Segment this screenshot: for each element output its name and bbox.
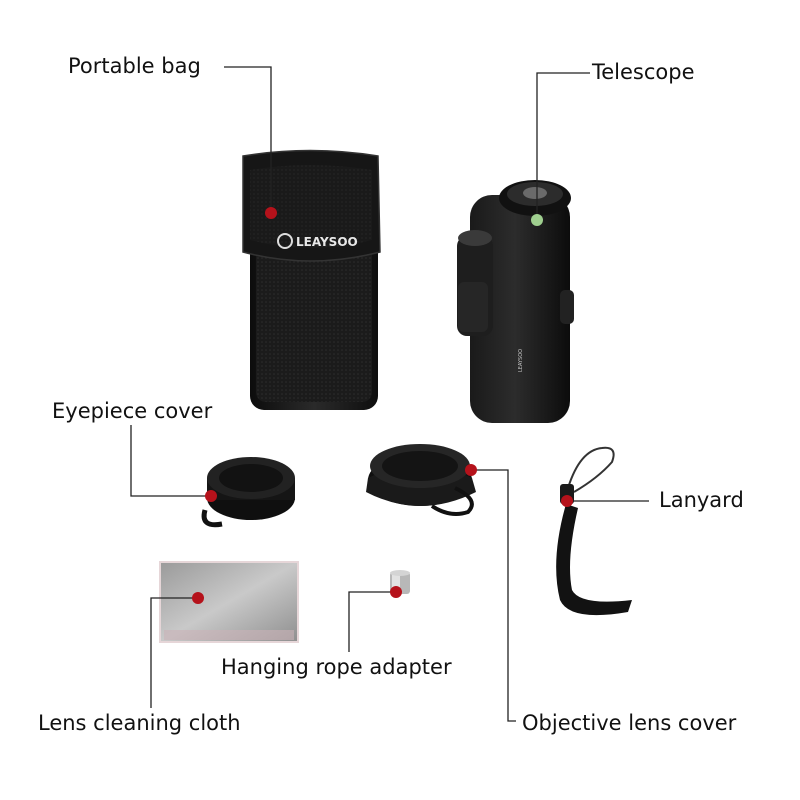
marker-lanyard <box>561 495 573 507</box>
marker-portable-bag <box>265 207 277 219</box>
leader-line-lens-cleaning-cloth <box>150 597 198 708</box>
marker-hanging-rope-adapter <box>390 586 402 598</box>
label-eyepiece-cover: Eyepiece cover <box>52 399 213 423</box>
leader-line-eyepiece-cover <box>130 425 211 497</box>
eyepiece-cover <box>201 457 295 528</box>
label-lanyard: Lanyard <box>659 488 744 512</box>
label-telescope: Telescope <box>592 60 695 84</box>
marker-telescope <box>531 214 543 226</box>
label-portable-bag: Portable bag <box>68 54 201 78</box>
leader-lines <box>130 66 649 722</box>
label-objective-lens-cover: Objective lens cover <box>522 711 737 735</box>
leader-line-portable-bag <box>224 66 272 212</box>
label-hanging-rope-adapter: Hanging rope adapter <box>221 655 452 679</box>
lens-cleaning-cloth <box>159 561 299 643</box>
telescope: LEAYSOO <box>457 180 574 423</box>
lanyard <box>556 446 632 616</box>
leader-line-objective-lens-cover <box>471 469 516 722</box>
bag-logo-icon <box>277 233 293 249</box>
leader-line-telescope <box>536 72 590 220</box>
marker-eyepiece-cover <box>205 490 217 502</box>
label-lens-cleaning-cloth: Lens cleaning cloth <box>38 711 241 735</box>
leader-line-hanging-rope-adapter <box>348 591 395 652</box>
marker-lens-cleaning-cloth <box>192 592 204 604</box>
objective-lens-cover <box>366 444 476 516</box>
portable-bag: LEAYSOO <box>242 149 381 410</box>
marker-objective-lens-cover <box>465 464 477 476</box>
telescope-logo-text: LEAYSOO <box>518 349 524 372</box>
markers <box>192 207 573 604</box>
bag-logo-text: LEAYSOO <box>296 235 358 249</box>
